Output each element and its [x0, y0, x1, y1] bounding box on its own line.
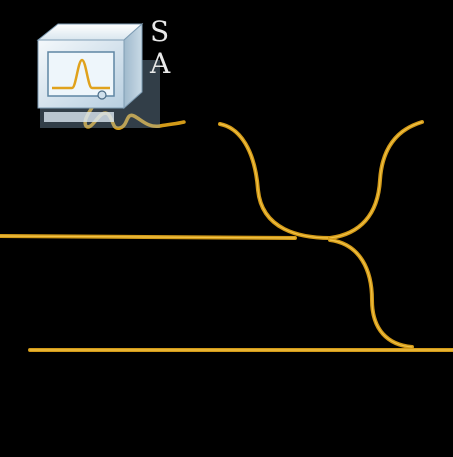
- fiber-paths: [0, 94, 453, 352]
- fiber-to-lower-coupler: [328, 238, 414, 349]
- fiber-analyzer-link: [83, 94, 186, 130]
- fiber-to-connector: [218, 122, 332, 240]
- analyzer-label-line-1: S: [150, 15, 170, 48]
- spectrum-analyzer-icon: [36, 22, 160, 128]
- spectrum-peak-trace: [52, 58, 110, 90]
- fiber-to-laser: [328, 120, 424, 240]
- analyzer-label-line-2: A: [150, 47, 171, 80]
